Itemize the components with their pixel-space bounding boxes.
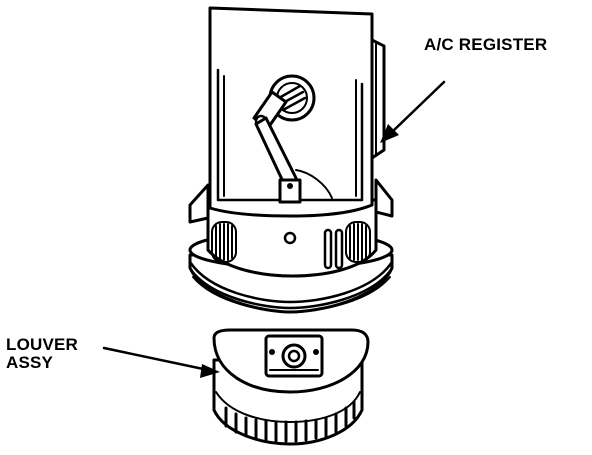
louver-assembly [102,328,370,446]
register-lower-housing [188,178,394,278]
ac-register-label: A/C REGISTER [424,35,548,54]
louver-label-line2: ASSY [6,353,54,372]
louver-leader-arrow [102,346,220,378]
ac-register-assembly [188,6,446,314]
louver-label-line1: LOUVER [6,335,79,354]
louver-assy-label: LOUVER ASSY [6,336,78,372]
register-leader-arrow [380,80,446,143]
damper-linkage [252,74,316,204]
